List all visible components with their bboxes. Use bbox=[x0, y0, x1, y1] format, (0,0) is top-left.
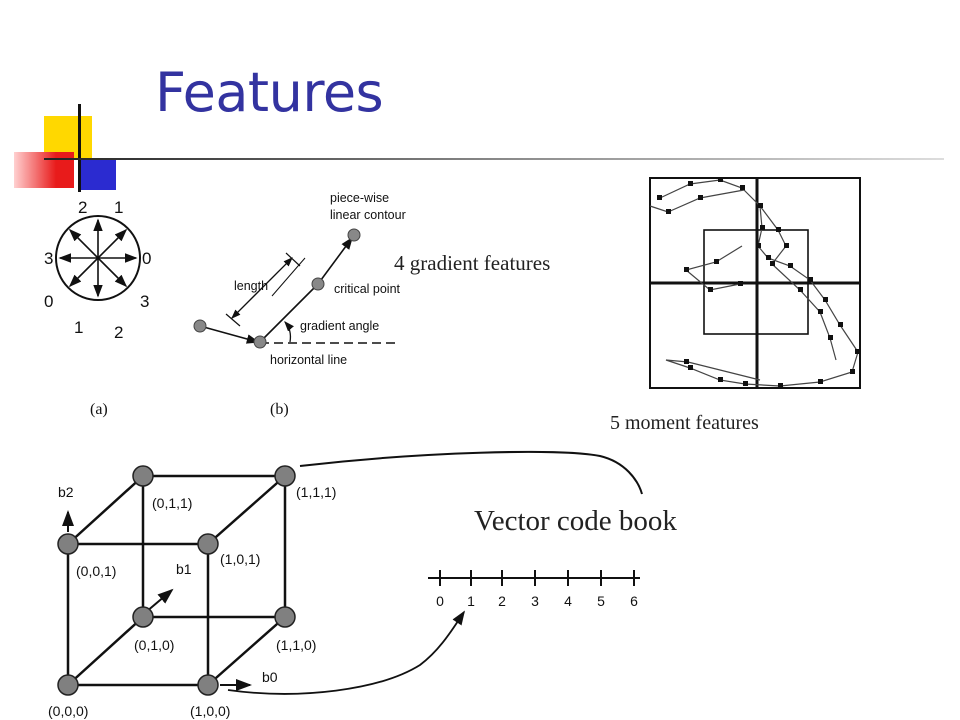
circle-label: 2 bbox=[78, 198, 87, 217]
accent-blue-square bbox=[80, 158, 116, 190]
vertex-label: (0,0,0) bbox=[48, 703, 88, 719]
circle-label: 0 bbox=[44, 292, 53, 311]
circle-label: 1 bbox=[114, 198, 123, 217]
moment-figure bbox=[649, 177, 861, 389]
tick-label: 3 bbox=[531, 593, 539, 609]
circle-label: 2 bbox=[114, 323, 123, 342]
cube-figure: b2 b1 b0 (0,0,0) (1,0,0) (0,1,0) (1,1,0)… bbox=[48, 465, 336, 719]
piecewise-label: linear contour bbox=[330, 208, 406, 222]
vertex-label: (0,1,1) bbox=[152, 495, 192, 511]
slide-title: Features bbox=[155, 61, 384, 124]
tick-label: 2 bbox=[498, 593, 506, 609]
moment-features-caption: 5 moment features bbox=[610, 412, 759, 434]
vector-codebook-caption: Vector code book bbox=[474, 505, 677, 537]
piecewise-label: piece-wise bbox=[330, 191, 389, 205]
tick-label: 0 bbox=[436, 593, 444, 609]
tick-label: 1 bbox=[467, 593, 475, 609]
vertex-label: (1,1,1) bbox=[296, 484, 336, 500]
vertex-label: (1,0,1) bbox=[220, 551, 260, 567]
codebook-number-line: 0 1 2 3 4 5 6 bbox=[428, 570, 640, 609]
axis-label-b0: b0 bbox=[262, 669, 278, 685]
vertex-label: (1,0,0) bbox=[190, 703, 230, 719]
gradient-features-caption: 4 gradient features bbox=[394, 251, 551, 275]
circle-label: 3 bbox=[44, 249, 53, 268]
circle-label: 0 bbox=[142, 249, 151, 268]
b1-axis-arrow bbox=[145, 588, 174, 613]
axis-label-b1: b1 bbox=[176, 561, 192, 577]
direction-circle bbox=[55, 215, 141, 301]
mapping-arrow bbox=[227, 610, 465, 695]
axis-label-b2: b2 bbox=[58, 484, 74, 500]
tick-label: 5 bbox=[597, 593, 605, 609]
figure-a-caption: (a) bbox=[90, 401, 108, 418]
accent-vertical-line bbox=[78, 104, 81, 192]
gradient-figure: piece-wise linear contour length critica… bbox=[193, 191, 406, 418]
figure-b-caption: (b) bbox=[270, 401, 289, 418]
vertex-label: (1,1,0) bbox=[276, 637, 316, 653]
gradient-angle-label: gradient angle bbox=[300, 319, 379, 333]
length-label: length bbox=[234, 279, 268, 293]
circle-label: 1 bbox=[74, 318, 83, 337]
vertex-label: (0,0,1) bbox=[76, 563, 116, 579]
tick-label: 4 bbox=[564, 593, 572, 609]
direction-circle-figure: 2 1 3 0 0 3 1 2 (a) bbox=[44, 198, 151, 418]
circle-label: 3 bbox=[140, 292, 149, 311]
vertex-label: (0,1,0) bbox=[134, 637, 174, 653]
codebook-connector bbox=[299, 450, 643, 495]
tick-label: 6 bbox=[630, 593, 638, 609]
direction-arrows bbox=[58, 218, 138, 298]
horizontal-line-label: horizontal line bbox=[270, 353, 347, 367]
critical-point-label: critical point bbox=[334, 282, 401, 296]
accent-horizontal-line bbox=[44, 158, 944, 160]
